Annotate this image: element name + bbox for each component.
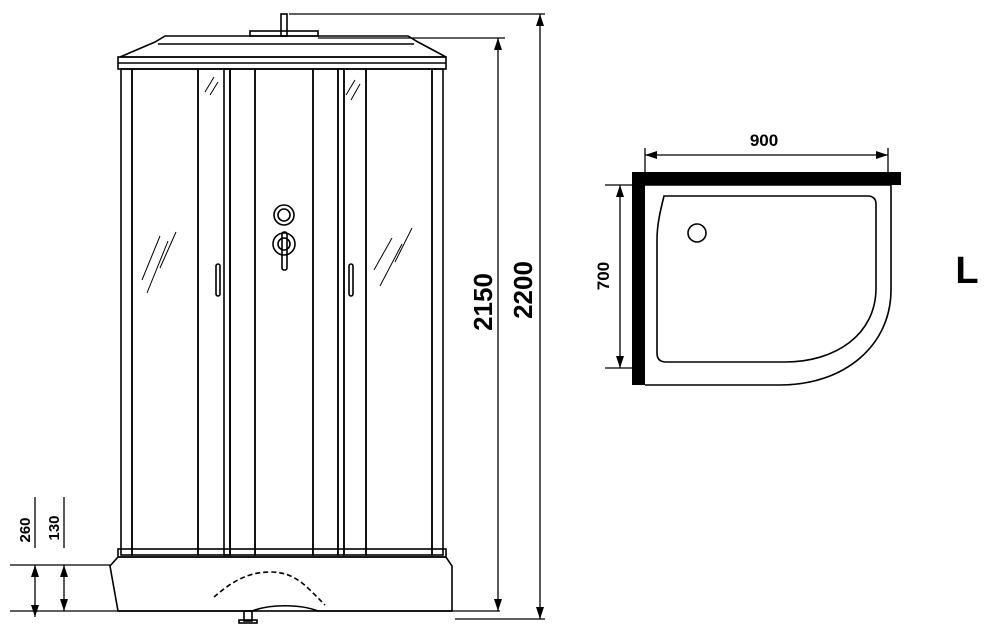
plan-view — [632, 172, 901, 385]
shower-pipe-cap — [250, 31, 318, 36]
front-dimensions — [10, 14, 545, 619]
left-profile — [121, 69, 132, 555]
front-view — [110, 14, 452, 623]
label-130: 130 — [46, 515, 63, 540]
label-700: 700 — [594, 262, 613, 290]
shower-pipe — [281, 14, 287, 36]
control-knob-top-outer — [274, 205, 294, 225]
tray-inner — [657, 196, 876, 362]
drain-icon — [688, 224, 706, 242]
right-door — [344, 69, 366, 555]
label-2200: 2200 — [508, 261, 538, 319]
label-260: 260 — [17, 517, 34, 542]
back-wall — [632, 172, 901, 185]
left-side-glass — [132, 69, 198, 555]
mixer-knob-inner — [278, 238, 290, 250]
right-side-glass — [366, 69, 432, 555]
center-panel-right — [313, 69, 338, 555]
shower-tray — [110, 557, 452, 611]
orientation-label: L — [955, 250, 978, 292]
glass-glare — [142, 77, 412, 293]
side-wall — [632, 172, 645, 385]
left-door — [198, 69, 230, 555]
center-panel — [230, 69, 255, 555]
right-door-frame — [338, 69, 344, 555]
center-back-panel — [255, 69, 313, 555]
right-door-handle — [349, 264, 353, 296]
left-door-frame — [224, 69, 230, 555]
mixer-knob-outer — [273, 233, 295, 255]
label-900: 900 — [750, 131, 778, 150]
right-profile — [432, 69, 443, 555]
label-2150: 2150 — [468, 273, 498, 331]
left-door-handle — [216, 264, 220, 296]
tray-siphon-hidden — [214, 572, 325, 605]
control-knob-top-inner — [278, 209, 290, 221]
tray-outline — [645, 185, 891, 385]
roof-dome — [120, 36, 446, 57]
